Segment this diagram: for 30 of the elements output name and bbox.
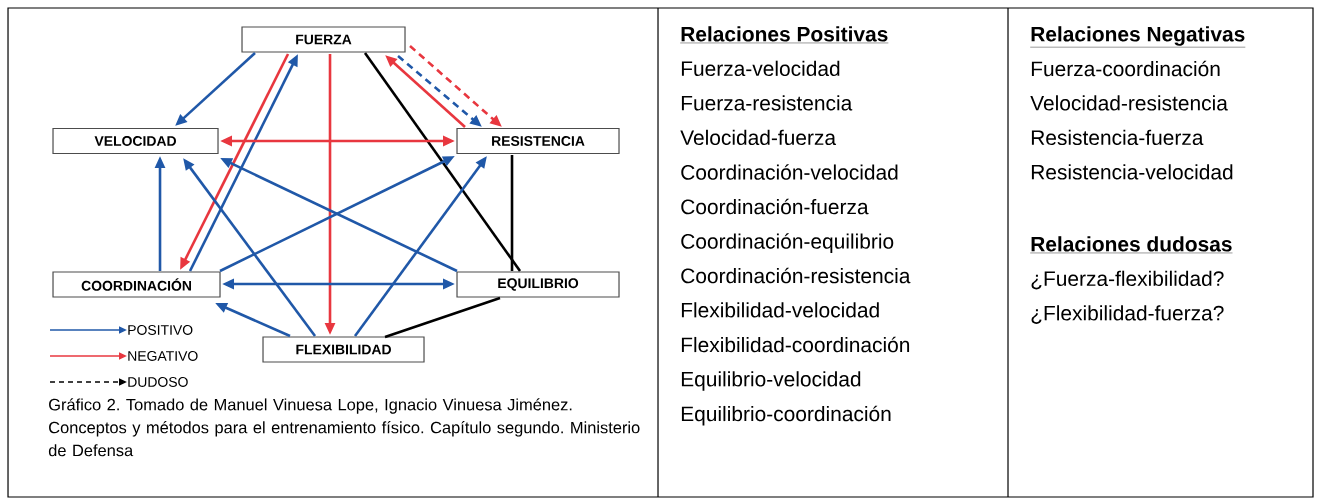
list-item: Coordinación-equilibrio: [681, 233, 894, 253]
list-item: Equilibrio-velocidad: [681, 371, 861, 391]
list-item: Resistencia-velocidad: [1031, 164, 1233, 180]
list-item: Coordinación-resistencia: [681, 267, 911, 284]
label-box: EQUILIBRIO: [456, 271, 620, 298]
list-item: Velocidad-resistencia: [1030, 95, 1228, 111]
label-box: FUERZA: [241, 26, 406, 53]
list-item: Coordinación-fuerza: [681, 198, 869, 215]
column-heading: Relaciones Positivas: [680, 26, 889, 44]
list-item: Fuerza-velocidad: [681, 60, 840, 77]
column-heading: Relaciones dudosas: [1030, 236, 1233, 254]
list-item: Velocidad-fuerza: [680, 129, 837, 146]
legend-label: DUDOSO: [128, 377, 188, 387]
label-box: COORDINACIÓN: [52, 271, 221, 298]
list-item: Equilibrio-coordinación: [681, 405, 891, 426]
list-item: Flexibilidad-velocidad: [681, 302, 879, 318]
list-item: Coordinación-velocidad: [681, 164, 898, 180]
label-box: VELOCIDAD: [52, 127, 219, 155]
list-item: Flexibilidad-coordinación: [681, 336, 910, 353]
label-box: RESISTENCIA: [456, 127, 620, 155]
caption: Gráfico 2. Tomado de Manuel Vinuesa Lope, Ignacio Vinuesa Jiménez. Conceptos y métodos para el entrenamiento físico. Capítulo segundo. Ministerio de Defensa: [48, 398, 640, 457]
column-heading: Relaciones Negativas: [1030, 26, 1246, 48]
list-item: Fuerza-coordinación: [1031, 60, 1220, 77]
list-item: Fuerza-resistencia: [681, 95, 853, 111]
list-item: Resistencia-fuerza: [1031, 129, 1204, 146]
legend-label: POSITIVO: [128, 325, 193, 335]
list-item: ¿Fuerza-flexibilidad?: [1031, 270, 1224, 290]
list-item: ¿Flexibilidad-fuerza?: [1031, 305, 1224, 324]
label-box: FLEXIBILIDAD: [262, 336, 425, 363]
legend-label: NEGATIVO: [128, 351, 198, 361]
